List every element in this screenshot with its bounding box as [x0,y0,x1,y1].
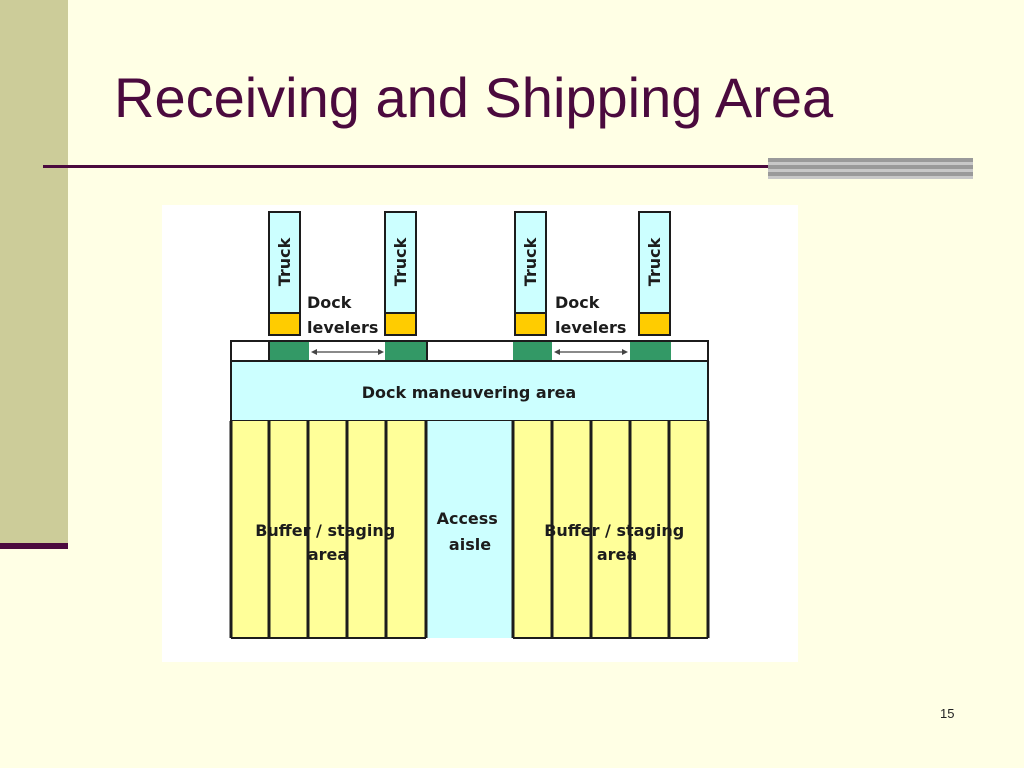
access-aisle [426,421,513,638]
truck-dock-leveler [638,312,671,336]
dock-maneuvering-area-label: Dock maneuvering area [362,383,576,402]
truck-dock-leveler [514,312,547,336]
truck-3: Truck [514,211,547,336]
buffer-staging-area-left: Buffer / staging area [229,421,428,639]
truck-4: Truck [638,211,671,336]
side-decoration-bar [0,0,68,543]
page-number: 15 [940,706,955,721]
truck-label: Truck [645,237,664,286]
truck-label: Truck [391,237,410,286]
truck-body [384,211,417,314]
buffer-staging-label-left: Buffer / staging area [255,521,401,564]
dock-door [385,342,426,360]
leveler-span-arrow-right [554,349,628,355]
dock-levelers-label-left: Dock levelers [307,293,378,337]
diagram-canvas: Truck Truck Truck Truck Dock levelers Do… [229,211,710,639]
buffer-staging-label-right: Buffer / staging area [544,521,690,564]
dock-maneuvering-area [230,360,709,422]
dock-door [513,342,552,360]
title-accent-stripes [768,158,973,179]
truck-2: Truck [384,211,417,336]
dock-layout-diagram: Truck Truck Truck Truck Dock levelers Do… [162,205,798,662]
buffer-staging-area-right: Buffer / staging area [511,421,710,639]
buffer-staging-fill [231,421,426,638]
side-decoration-line [0,543,68,549]
truck-dock-leveler [384,312,417,336]
access-aisle-label: Access aisle [437,509,504,554]
title-rule [43,165,973,168]
truck-body [514,211,547,314]
truck-1: Truck [268,211,301,336]
slide-title: Receiving and Shipping Area [114,66,834,129]
truck-dock-leveler [268,312,301,336]
buffer-staging-fill [513,421,708,638]
dock-door [269,342,309,360]
dock-door [630,342,671,360]
truck-label: Truck [275,237,294,286]
dock-levelers-label-right: Dock levelers [555,293,626,337]
truck-label: Truck [521,237,540,286]
leveler-span-arrow-left [311,349,384,355]
